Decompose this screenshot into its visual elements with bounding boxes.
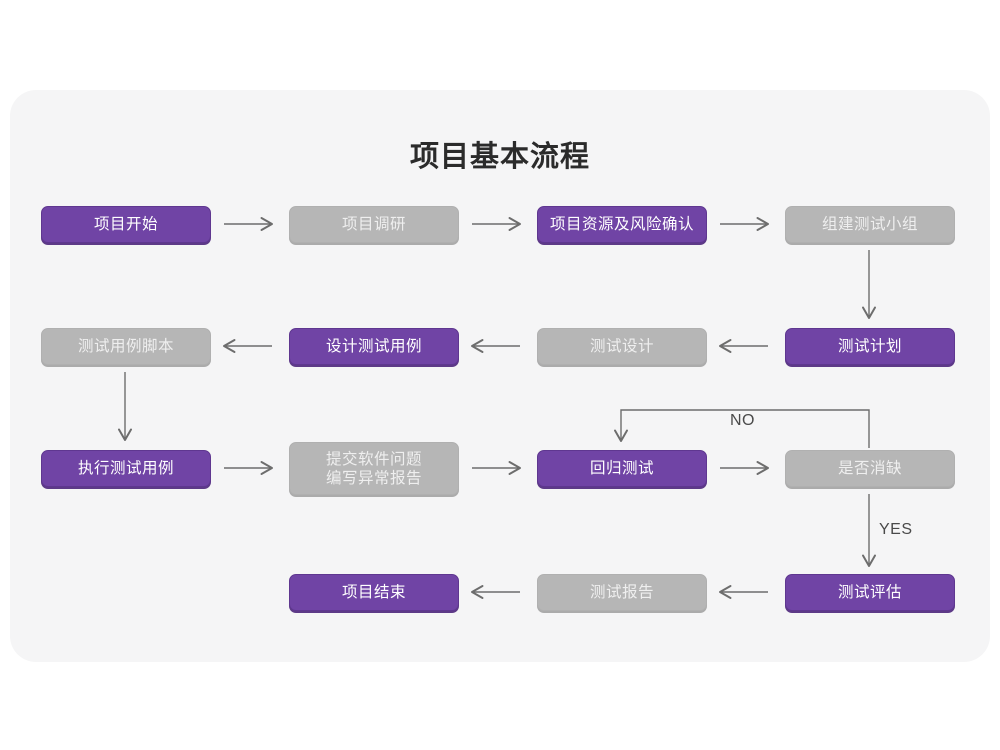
edge-label-no: NO <box>730 412 755 429</box>
edge-label-yes: YES <box>879 521 913 538</box>
node-label: 项目资源及风险确认 <box>549 216 694 233</box>
node-defect-cleared-decision[interactable]: 是否消缺 <box>785 450 955 487</box>
node-label: 项目调研 <box>341 216 406 233</box>
node-label: 回归测试 <box>589 460 654 477</box>
node-test-report[interactable]: 测试报告 <box>537 574 707 611</box>
node-label: 测试评估 <box>837 584 902 601</box>
node-label: 测试计划 <box>837 338 902 355</box>
node-label: 项目结束 <box>341 584 406 601</box>
page-title: 项目基本流程 <box>409 141 590 173</box>
node-regression-test[interactable]: 回归测试 <box>537 450 707 487</box>
node-project-end[interactable]: 项目结束 <box>289 574 459 611</box>
node-label: 测试报告 <box>589 584 654 601</box>
node-design-test-case[interactable]: 设计测试用例 <box>289 328 459 365</box>
node-form-test-team[interactable]: 组建测试小组 <box>785 206 955 243</box>
node-resource-risk-confirm[interactable]: 项目资源及风险确认 <box>537 206 707 243</box>
node-label: 提交软件问题 编写异常报告 <box>325 450 422 487</box>
node-label: 设计测试用例 <box>325 338 422 355</box>
node-test-case-script[interactable]: 测试用例脚本 <box>41 328 211 365</box>
node-execute-test-case[interactable]: 执行测试用例 <box>41 450 211 487</box>
node-project-start[interactable]: 项目开始 <box>41 206 211 243</box>
node-label: 项目开始 <box>93 216 158 233</box>
node-label: 测试设计 <box>589 338 654 355</box>
node-label: 组建测试小组 <box>821 216 918 233</box>
node-test-evaluation[interactable]: 测试评估 <box>785 574 955 611</box>
node-test-design[interactable]: 测试设计 <box>537 328 707 365</box>
node-label: 测试用例脚本 <box>77 338 174 355</box>
node-submit-issue-report[interactable]: 提交软件问题 编写异常报告 <box>289 442 459 495</box>
node-label: 执行测试用例 <box>77 460 174 477</box>
node-test-plan[interactable]: 测试计划 <box>785 328 955 365</box>
node-project-research[interactable]: 项目调研 <box>289 206 459 243</box>
diagram-card <box>10 90 990 662</box>
node-label: 是否消缺 <box>837 460 902 477</box>
